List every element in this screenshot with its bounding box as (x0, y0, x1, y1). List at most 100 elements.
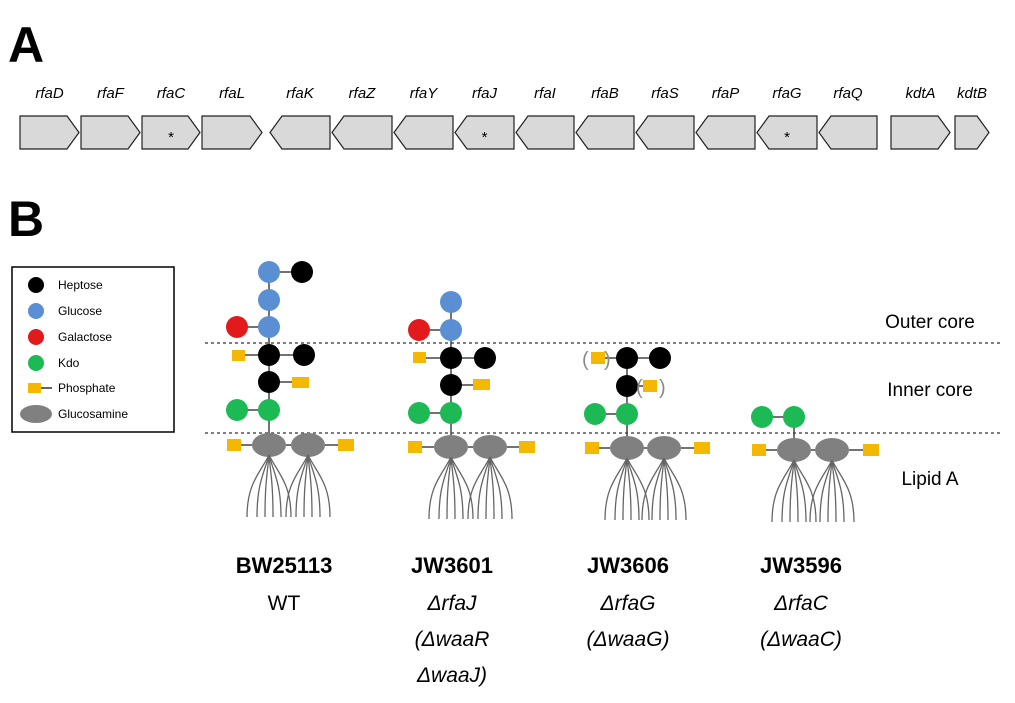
acyl-chain (789, 459, 795, 523)
kdo-sugar (440, 402, 462, 424)
gene-arrow-rfaB (575, 115, 635, 150)
gene-arrow-rfaS (635, 115, 695, 150)
phosphate-group (519, 441, 535, 453)
gene-label-rfaJ: rfaJ (472, 85, 498, 102)
gene-label-rfaS: rfaS (651, 85, 679, 102)
gene-label-rfaZ: rfaZ (349, 85, 377, 102)
acyl-chain (771, 459, 795, 523)
gene-label-rfaI: rfaI (534, 85, 556, 102)
lps-structures: ()() (226, 261, 879, 523)
strain-alias-waar: (ΔwaaR (415, 628, 490, 651)
gene-label-rfaP: rfaP (712, 85, 740, 102)
glucosamine-unit (473, 435, 507, 459)
legend-kdo: Kdo (58, 356, 80, 370)
gene-marker-rfaG: * (784, 129, 790, 146)
acyl-chain (256, 454, 270, 518)
legend-phosphate: Phosphate (58, 381, 116, 395)
acyl-chain (295, 454, 309, 518)
panel-label-b: B (8, 191, 44, 247)
phosphate-legend-swatch (28, 383, 52, 393)
strain-name-rfac: JW3596 (760, 553, 842, 578)
region-lipid-a: Lipid A (901, 469, 958, 490)
acyl-chain (307, 454, 313, 518)
acyl-chain (246, 454, 270, 518)
acyl-chain (793, 459, 817, 523)
acyl-chains (246, 454, 292, 518)
acyl-chain (264, 454, 270, 518)
heptose-sugar (616, 375, 638, 397)
acyl-chain (663, 457, 669, 521)
galactose-legend-swatch (28, 329, 44, 345)
legend-glucosamine: Glucosamine (58, 407, 128, 421)
acyl-chain (303, 454, 309, 518)
phosphate-group (338, 439, 354, 451)
gene-arrow-kdtB (954, 115, 990, 150)
acyl-chain (485, 456, 491, 520)
kdo-sugar (258, 399, 280, 421)
heptose-sugar (616, 347, 638, 369)
acyl-chain (622, 457, 628, 521)
galactose-sugar (226, 316, 248, 338)
glucosamine-unit (815, 438, 849, 462)
gene-arrow-rfaJ (454, 115, 515, 150)
acyl-chain (428, 456, 452, 520)
heptose-legend-swatch (28, 277, 44, 293)
panel-label-a: A (8, 17, 44, 73)
glucose-sugar (258, 316, 280, 338)
gene-arrow-rfaZ (331, 115, 393, 150)
acyl-chains (428, 456, 474, 520)
gene-arrow-rfaY (393, 115, 454, 150)
acyl-chain (614, 457, 628, 521)
gene-label-rfaL: rfaL (219, 85, 245, 102)
phosphate-group (413, 352, 426, 363)
acyl-chain (604, 457, 628, 521)
kdo-sugar (783, 406, 805, 428)
acyl-chain (831, 459, 837, 523)
kdo-sugar (408, 402, 430, 424)
acyl-chain (307, 454, 331, 518)
acyl-chains (641, 457, 687, 521)
optional-phosphate-paren-close: ) (604, 349, 611, 371)
gene-marker-rfaC: * (168, 129, 174, 146)
strain-genotype-rfaj: ΔrfaJ (426, 592, 477, 615)
strain-genotype-rfag: ΔrfaG (600, 592, 656, 615)
acyl-chain (641, 457, 665, 521)
gene-arrow-rfaQ (818, 115, 878, 150)
heptose-sugar (440, 374, 462, 396)
kdo-legend-swatch (28, 355, 44, 371)
acyl-chain (467, 456, 491, 520)
acyl-chain (438, 456, 452, 520)
gene-label-rfaB: rfaB (591, 85, 619, 102)
acyl-chains (604, 457, 650, 521)
glucose-legend-swatch (28, 303, 44, 319)
acyl-chain (831, 459, 855, 523)
glucosamine-unit (777, 438, 811, 462)
heptose-sugar (258, 371, 280, 393)
strain-alias-waac: (ΔwaaC) (760, 628, 842, 651)
gene-arrow-rfaG (756, 115, 818, 150)
kdo-sugar (226, 399, 248, 421)
heptose-sugar (293, 344, 315, 366)
acyl-chain (477, 456, 491, 520)
gene-label-rfaK: rfaK (286, 85, 315, 102)
legend-glucose: Glucose (58, 304, 102, 318)
heptose-sugar (291, 261, 313, 283)
acyl-chain (489, 456, 495, 520)
gene-arrow-kdtA (890, 115, 951, 150)
gene-arrow-rfaP (695, 115, 756, 150)
glucose-sugar (258, 289, 280, 311)
optional-phosphate-paren-open: ( (582, 349, 589, 371)
phosphate-group (473, 379, 490, 390)
strain-alias-waaj: ΔwaaJ) (416, 664, 487, 687)
phosphate-group (292, 377, 309, 388)
strain-genotype-wt: WT (268, 592, 301, 615)
acyl-chain (489, 456, 503, 520)
acyl-chain (446, 456, 452, 520)
legend-box (11, 266, 175, 433)
acyl-chain (831, 459, 845, 523)
optional-phosphate-paren-close: ) (659, 377, 666, 399)
acyl-chain (809, 459, 833, 523)
gene-label-rfaY: rfaY (410, 85, 439, 102)
